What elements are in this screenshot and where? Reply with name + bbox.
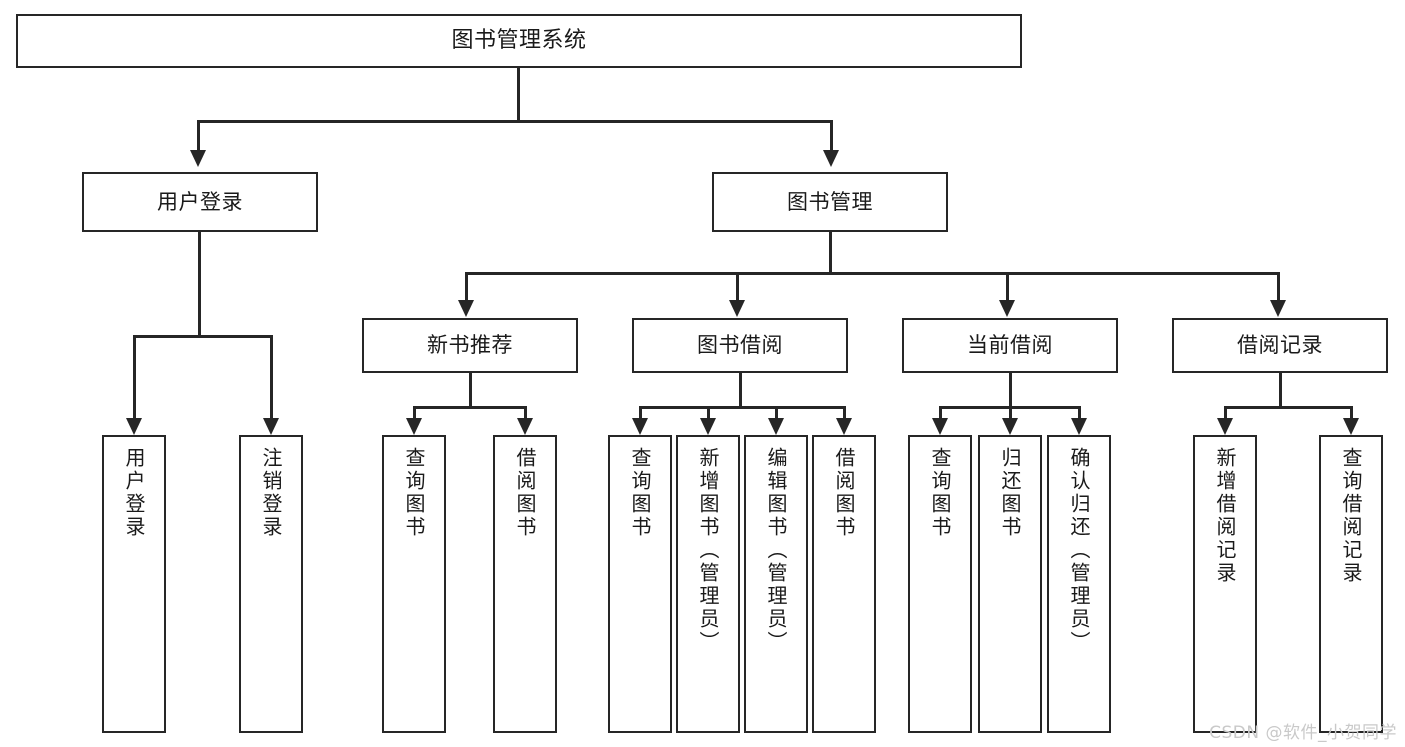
node-label: 图书管理系统	[451, 28, 587, 54]
edge-user-login-child-1	[133, 335, 136, 418]
node-borrow-record[interactable]: 借阅记录	[1172, 318, 1388, 373]
arrow-borrow-record-child-2	[1343, 418, 1359, 435]
node-label: 查询图书	[402, 447, 426, 539]
edge-book-borrow-child-3	[775, 406, 778, 418]
edge-current-borrow-stem	[1009, 373, 1012, 406]
edge-user-login-bus	[133, 335, 272, 338]
arrow-book-borrow-child-2	[700, 418, 716, 435]
arrow-book-borrow-child-4	[836, 418, 852, 435]
arrow-user-login-child-2	[263, 418, 279, 435]
node-label: 借阅记录	[1237, 333, 1323, 358]
edge-to-borrow-record	[1277, 272, 1280, 300]
node-leaf-borrow-book-1[interactable]: 借阅图书	[493, 435, 557, 733]
node-label: 借阅图书	[513, 447, 537, 539]
node-leaf-user-login[interactable]: 用户登录	[102, 435, 166, 733]
arrow-current-borrow-child-1	[932, 418, 948, 435]
arrow-new-book-rec-child-2	[517, 418, 533, 435]
edge-root-bus	[197, 120, 832, 123]
node-user-login[interactable]: 用户登录	[82, 172, 318, 232]
edge-current-borrow-child-1	[939, 406, 942, 418]
node-leaf-edit-book[interactable]: 编辑图书（管理员）	[744, 435, 808, 733]
node-label: 用户登录	[122, 447, 146, 539]
edge-borrow-record-bus	[1224, 406, 1352, 409]
node-label: 归还图书	[998, 447, 1022, 539]
node-leaf-add-book[interactable]: 新增图书（管理员）	[676, 435, 740, 733]
edge-borrow-record-stem	[1279, 373, 1282, 406]
node-leaf-confirm-return[interactable]: 确认归还（管理员）	[1047, 435, 1111, 733]
node-label: 查询图书	[628, 447, 652, 539]
edge-root-stem	[517, 68, 520, 120]
node-leaf-query-book-3[interactable]: 查询图书	[908, 435, 972, 733]
arrow-user-login-child-1	[126, 418, 142, 435]
edge-book-borrow-stem	[739, 373, 742, 406]
node-label: 注销登录	[259, 447, 283, 539]
node-label: 图书管理	[787, 189, 873, 214]
node-label: 查询图书	[928, 447, 952, 539]
edge-new-book-rec-child-2	[524, 406, 527, 418]
node-label: 确认归还（管理员）	[1067, 447, 1091, 654]
arrow-new-book-rec-child-1	[406, 418, 422, 435]
node-book-borrow[interactable]: 图书借阅	[632, 318, 848, 373]
edge-book-borrow-child-2	[707, 406, 710, 418]
node-label: 用户登录	[157, 189, 243, 214]
node-label: 当前借阅	[967, 333, 1053, 358]
edge-new-book-rec-stem	[469, 373, 472, 406]
node-current-borrow[interactable]: 当前借阅	[902, 318, 1118, 373]
arrow-book-borrow-child-1	[632, 418, 648, 435]
node-leaf-return-book[interactable]: 归还图书	[978, 435, 1042, 733]
arrow-to-user-login	[190, 150, 206, 167]
node-leaf-add-record[interactable]: 新增借阅记录	[1193, 435, 1257, 733]
edge-book-manage-stem	[829, 232, 832, 272]
edge-borrow-record-child-2	[1350, 406, 1353, 418]
arrow-to-current-borrow	[999, 300, 1015, 317]
arrow-book-borrow-child-3	[768, 418, 784, 435]
arrow-current-borrow-child-3	[1071, 418, 1087, 435]
edge-borrow-record-child-1	[1224, 406, 1227, 418]
node-label: 新增借阅记录	[1213, 447, 1237, 585]
node-leaf-borrow-book-2[interactable]: 借阅图书	[812, 435, 876, 733]
arrow-to-book-borrow	[729, 300, 745, 317]
edge-to-current-borrow	[1006, 272, 1009, 300]
node-label: 新书推荐	[427, 333, 513, 358]
node-label: 查询借阅记录	[1339, 447, 1363, 585]
edge-user-login-child-2	[270, 335, 273, 418]
edge-book-borrow-child-1	[639, 406, 642, 418]
node-root-system[interactable]: 图书管理系统	[16, 14, 1022, 68]
node-label: 图书借阅	[697, 333, 783, 358]
edge-book-borrow-bus	[639, 406, 845, 409]
arrow-to-borrow-record	[1270, 300, 1286, 317]
node-leaf-query-book-2[interactable]: 查询图书	[608, 435, 672, 733]
edge-to-book-manage	[830, 120, 833, 150]
watermark-text: CSDN @软件_小贺同学	[1209, 723, 1397, 743]
edge-new-book-rec-child-1	[413, 406, 416, 418]
node-new-book-rec[interactable]: 新书推荐	[362, 318, 578, 373]
edge-book-manage-bus	[465, 272, 1280, 275]
arrow-to-book-manage	[823, 150, 839, 167]
arrow-to-new-book-rec	[458, 300, 474, 317]
node-label: 借阅图书	[832, 447, 856, 539]
node-leaf-query-record[interactable]: 查询借阅记录	[1319, 435, 1383, 733]
edge-current-borrow-child-3	[1078, 406, 1081, 418]
node-book-manage[interactable]: 图书管理	[712, 172, 948, 232]
edge-to-user-login	[197, 120, 200, 150]
node-leaf-query-book-1[interactable]: 查询图书	[382, 435, 446, 733]
arrow-current-borrow-child-2	[1002, 418, 1018, 435]
node-label: 新增图书（管理员）	[696, 447, 720, 654]
edge-new-book-rec-bus	[413, 406, 526, 409]
edge-user-login-stem	[198, 232, 201, 335]
edge-to-book-borrow	[736, 272, 739, 300]
edge-current-borrow-child-2	[1009, 406, 1012, 418]
edge-book-borrow-child-4	[843, 406, 846, 418]
edge-to-new-book-rec	[465, 272, 468, 300]
node-label: 编辑图书（管理员）	[764, 447, 788, 654]
node-leaf-user-logout[interactable]: 注销登录	[239, 435, 303, 733]
arrow-borrow-record-child-1	[1217, 418, 1233, 435]
